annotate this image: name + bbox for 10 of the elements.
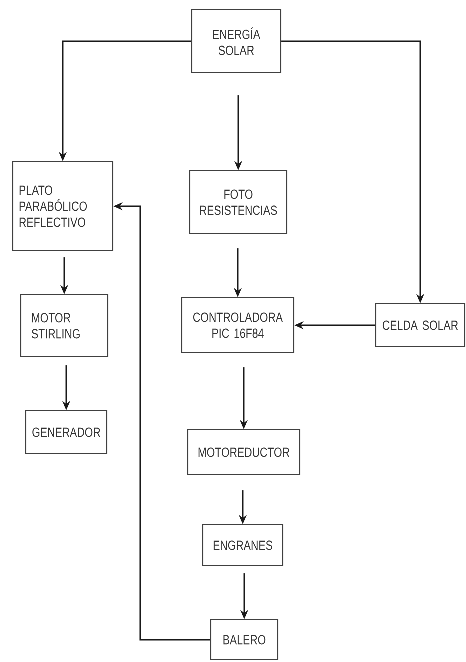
- process-box: FOTO RESISTENCIAS: [189, 170, 288, 235]
- process-box: CELDA SOLAR: [375, 303, 466, 348]
- process-box: ENGRANES: [202, 524, 284, 567]
- process-box: ENERGÍA SOLAR: [191, 9, 282, 74]
- process-box: PLATO PARABÓLICO REFLECTIVO: [12, 161, 114, 252]
- process-box: BALERO: [210, 619, 279, 661]
- process-box: MOTOREDUCTOR: [187, 429, 301, 476]
- process-box: CONTROLADORA PIC 16F84: [181, 297, 295, 354]
- process-box: GENERADOR: [25, 410, 108, 455]
- process-box: MOTOR STIRLING: [20, 294, 109, 358]
